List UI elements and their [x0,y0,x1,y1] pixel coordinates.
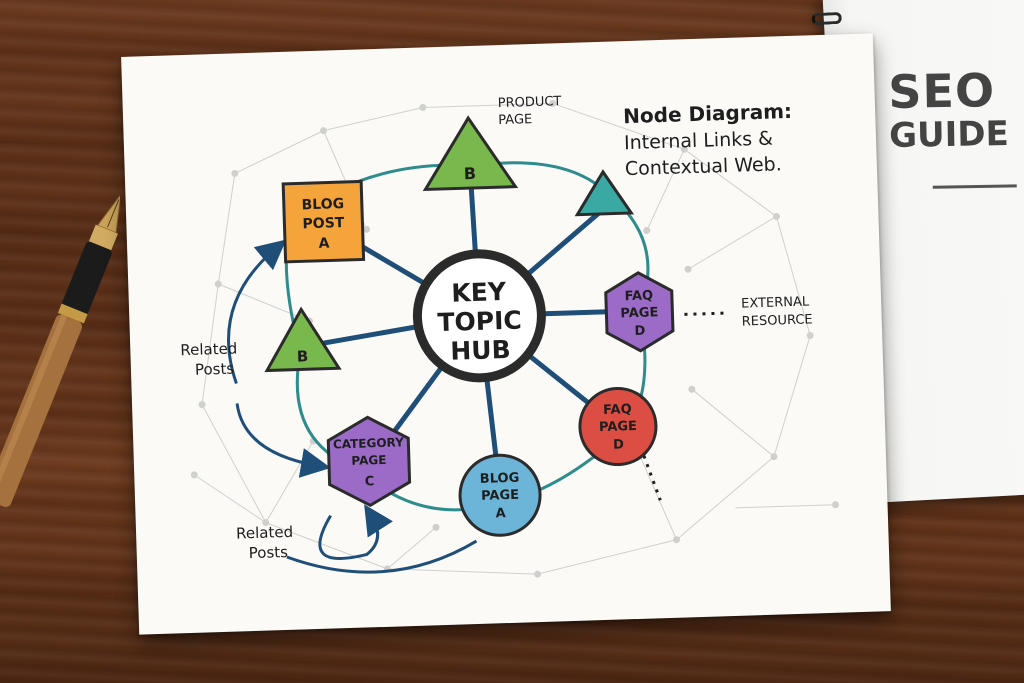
fountain-pen [0,192,120,507]
diagram-title-line3: Contextual Web. [625,153,783,180]
hub-label-line3: HUB [450,335,511,366]
faq-red-label-line3: D [613,437,624,452]
key-topic-hub-node: KEY TOPIC HUB [412,249,546,383]
category-label-line1: CATEGORY [333,435,405,451]
related-posts-top-line2: Posts [195,360,235,379]
external-resource-connector [684,311,730,316]
category-page-c-node: CATEGORY PAGE C [326,415,412,508]
background-network [190,99,840,578]
related-posts-arrows [227,239,478,574]
external-resource-line1: EXTERNAL [741,294,810,311]
node-diagram: KEY TOPIC HUB BLOG POST A B PRODUCT PAGE [180,94,840,578]
external-resource-line2: RESOURCE [742,312,813,329]
notebook-title: SEO GUIDE [887,63,1024,156]
category-label-line3: C [365,474,375,489]
left-b-triangle-node: B [264,306,342,373]
related-posts-bottom-line1: Related [236,523,294,543]
diagram-card: KEY TOPIC HUB BLOG POST A B PRODUCT PAGE [121,33,891,635]
left-b-letter: B [297,347,309,365]
blog-post-label-line1: BLOG [301,196,344,213]
teal-triangle-node [574,169,635,217]
faq-purple-label-line2: PAGE [620,305,658,321]
blog-page-a-node: BLOG PAGE A [458,453,542,537]
hub-label-line1: KEY [451,277,507,308]
faq-page-d-purple-node: FAQ PAGE D [604,271,675,353]
related-posts-top-line1: Related [180,339,238,359]
blog-post-a-node: BLOG POST A [281,179,366,264]
faq-red-label-line1: FAQ [603,402,632,418]
notebook-title-line2: GUIDE [888,113,1010,156]
faq-purple-label-line3: D [634,324,645,339]
notebook-title-line1: SEO [887,63,996,120]
product-caption-line1: PRODUCT [498,94,562,111]
related-posts-bottom-line2: Posts [248,543,288,562]
category-label-line2: PAGE [351,453,386,468]
diagram-title-line1: Node Diagram: [623,99,792,128]
diagram-title-line2: Internal Links & [624,128,774,155]
faq-purple-label-line1: FAQ [624,288,653,304]
blog-page-label-line3: A [495,506,506,521]
faq-page-d-red-node: FAQ PAGE D [578,387,658,467]
blog-page-label-line2: PAGE [481,488,519,504]
faq-red-label-line2: PAGE [599,419,637,435]
product-caption-line2: PAGE [498,112,532,128]
product-node-letter: B [464,164,477,183]
product-page-b-node: B [422,115,519,192]
faq-down-connector [642,455,662,501]
hub-label-line2: TOPIC [437,306,522,338]
blog-post-label-line2: POST [302,215,345,232]
blog-post-label-line3: A [318,235,329,251]
blog-page-label-line1: BLOG [480,471,520,487]
